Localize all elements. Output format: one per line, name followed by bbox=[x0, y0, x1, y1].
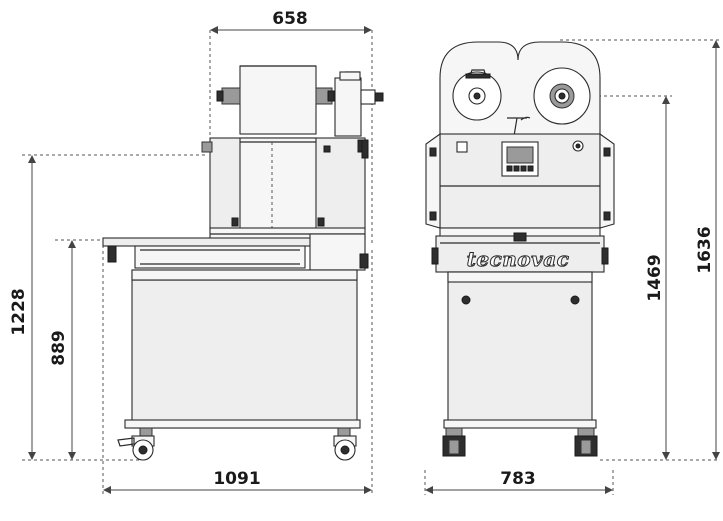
label-front-width: 783 bbox=[500, 469, 536, 489]
dimension-front-width: 783 bbox=[424, 469, 614, 495]
side-caster-right bbox=[333, 427, 357, 461]
label-front-roller-height: 1469 bbox=[645, 254, 665, 301]
front-caster-right bbox=[574, 427, 598, 457]
label-front-total-height: 1636 bbox=[695, 226, 715, 273]
dimension-side-depth: 1091 bbox=[102, 245, 373, 495]
brand-logo-text: tecnovac bbox=[467, 247, 570, 271]
label-side-depth: 1091 bbox=[213, 469, 260, 489]
label-side-width: 658 bbox=[272, 9, 308, 29]
dimension-front-total-height: 1636 bbox=[560, 39, 720, 461]
front-view: 783 1469 1636 bbox=[424, 39, 720, 495]
dimension-side-width: 658 bbox=[209, 9, 373, 245]
side-caster-left bbox=[117, 427, 155, 461]
dimension-table-height: 889 bbox=[49, 239, 102, 460]
label-table-height: 889 bbox=[49, 330, 69, 366]
label-overall-height: 1228 bbox=[9, 288, 29, 335]
side-view: 658 1228 889 1091 bbox=[9, 9, 384, 495]
front-caster-left bbox=[442, 427, 466, 457]
dimension-overall-height: 1228 bbox=[9, 154, 205, 461]
